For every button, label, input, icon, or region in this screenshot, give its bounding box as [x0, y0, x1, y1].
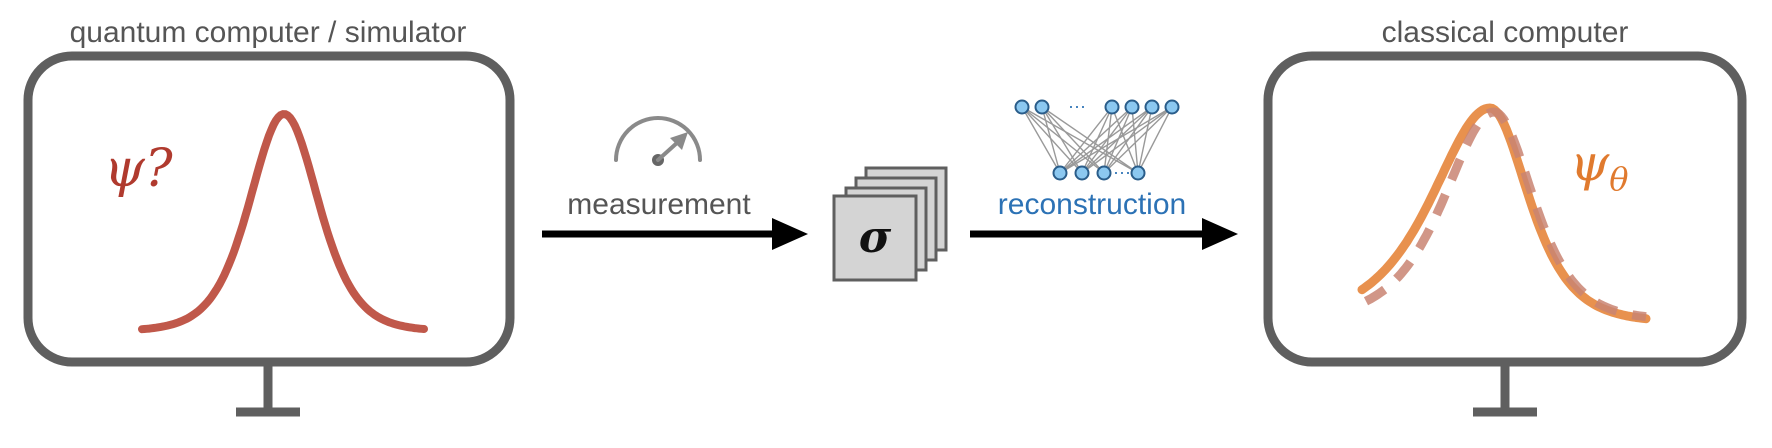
reconstructed-wavefunction-symbol: ψθ — [1570, 134, 1628, 198]
reconstruction-label: reconstruction — [998, 188, 1186, 221]
network-edge — [1021, 106, 1061, 174]
psi-symbol: ψ — [1570, 134, 1610, 192]
network-edge — [1103, 106, 1113, 174]
quantum-computer-title: quantum computer / simulator — [70, 16, 467, 49]
network-node — [1074, 165, 1090, 181]
network-node — [1034, 99, 1050, 115]
classical-computer-monitor: classical computer ψθ — [1263, 16, 1747, 417]
right-monitor-screen — [1263, 51, 1747, 367]
sample-symbol: σ — [859, 212, 892, 263]
network-edge — [1103, 106, 1173, 174]
network-edge — [1137, 106, 1153, 174]
network-node — [1096, 165, 1112, 181]
true-wavefunction-curve — [138, 110, 428, 334]
network-edge — [1131, 106, 1139, 174]
measurement-step: measurement — [542, 116, 808, 250]
measurement-arrow — [542, 218, 808, 250]
measurement-samples-stack: σ — [832, 166, 948, 282]
network-ellipsis: ··· — [1113, 162, 1131, 182]
network-node — [1014, 99, 1030, 115]
network-edge — [1137, 106, 1173, 174]
measurement-label: measurement — [567, 188, 751, 221]
network-node — [1104, 99, 1120, 115]
unknown-wavefunction-symbol: ψ? — [104, 139, 174, 199]
network-edge — [1059, 106, 1113, 174]
network-edge — [1059, 106, 1173, 174]
network-edge — [1059, 106, 1153, 174]
quantum-computer-monitor: quantum computer / simulator ψ? — [23, 16, 515, 417]
network-node — [1124, 99, 1140, 115]
network-ellipsis: ··· — [1068, 96, 1086, 116]
gauge-icon — [614, 116, 702, 166]
network-edge — [1081, 106, 1173, 174]
network-edge — [1059, 106, 1133, 174]
network-edge — [1041, 106, 1061, 174]
network-edge — [1021, 106, 1139, 174]
reconstruction-step: ··· ··· reconstruction — [970, 96, 1238, 250]
network-edge — [1111, 106, 1139, 174]
true-wavefunction-dashed-curve — [1363, 107, 1647, 322]
classical-computer-title: classical computer — [1382, 16, 1629, 49]
network-node — [1052, 165, 1068, 181]
left-monitor-screen — [23, 51, 515, 367]
network-node — [1130, 165, 1146, 181]
network-node — [1144, 99, 1160, 115]
network-node — [1164, 99, 1180, 115]
neural-network-icon: ··· ··· — [1014, 96, 1180, 182]
network-edge — [1041, 106, 1139, 174]
reconstruction-arrow — [970, 218, 1238, 250]
theta-subscript: θ — [1609, 160, 1628, 198]
